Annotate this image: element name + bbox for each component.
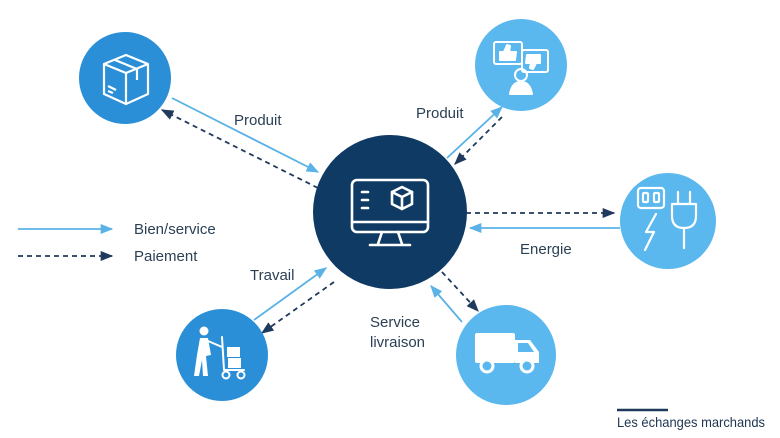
arrow-center-to-feedback: [446, 106, 503, 159]
delivery-truck-icon: [475, 333, 539, 374]
label-service-line1: Service: [370, 314, 420, 331]
arrow-delivery-to-center: [430, 285, 463, 323]
label-produit-left: Produit: [234, 112, 282, 129]
energy-node: [620, 173, 716, 269]
arrow-payment-to-product: [160, 109, 319, 189]
legend-paiement: Paiement: [134, 248, 198, 265]
arrow-payment-to-center-right: [454, 116, 503, 165]
arrow-payment-to-worker: [260, 281, 335, 334]
computer-cube-icon: [350, 178, 430, 247]
arrow-product-to-center: [171, 97, 320, 173]
hand-truck-worker-icon: [194, 326, 246, 380]
label-service-line2: livraison: [370, 334, 425, 351]
label-travail: Travail: [250, 267, 294, 284]
box-icon: [102, 53, 150, 106]
label-produit-right: Produit: [416, 105, 464, 122]
arrow-worker-to-center: [253, 267, 328, 321]
product-box-node: [79, 32, 171, 124]
legend-bien-service: Bien/service: [134, 221, 216, 238]
label-energie: Energie: [520, 241, 572, 258]
legend: Bien/service Paiement: [18, 221, 216, 265]
plug-outlet-icon: [636, 186, 698, 252]
credit: Les échanges marchands: [617, 408, 765, 430]
feedback-node: [475, 19, 567, 111]
feedback-thumbs-icon: [493, 41, 549, 95]
center-node: [313, 135, 467, 289]
worker-node: [176, 309, 268, 401]
delivery-node: [456, 305, 556, 405]
credit-text: Les échanges marchands: [617, 414, 765, 430]
